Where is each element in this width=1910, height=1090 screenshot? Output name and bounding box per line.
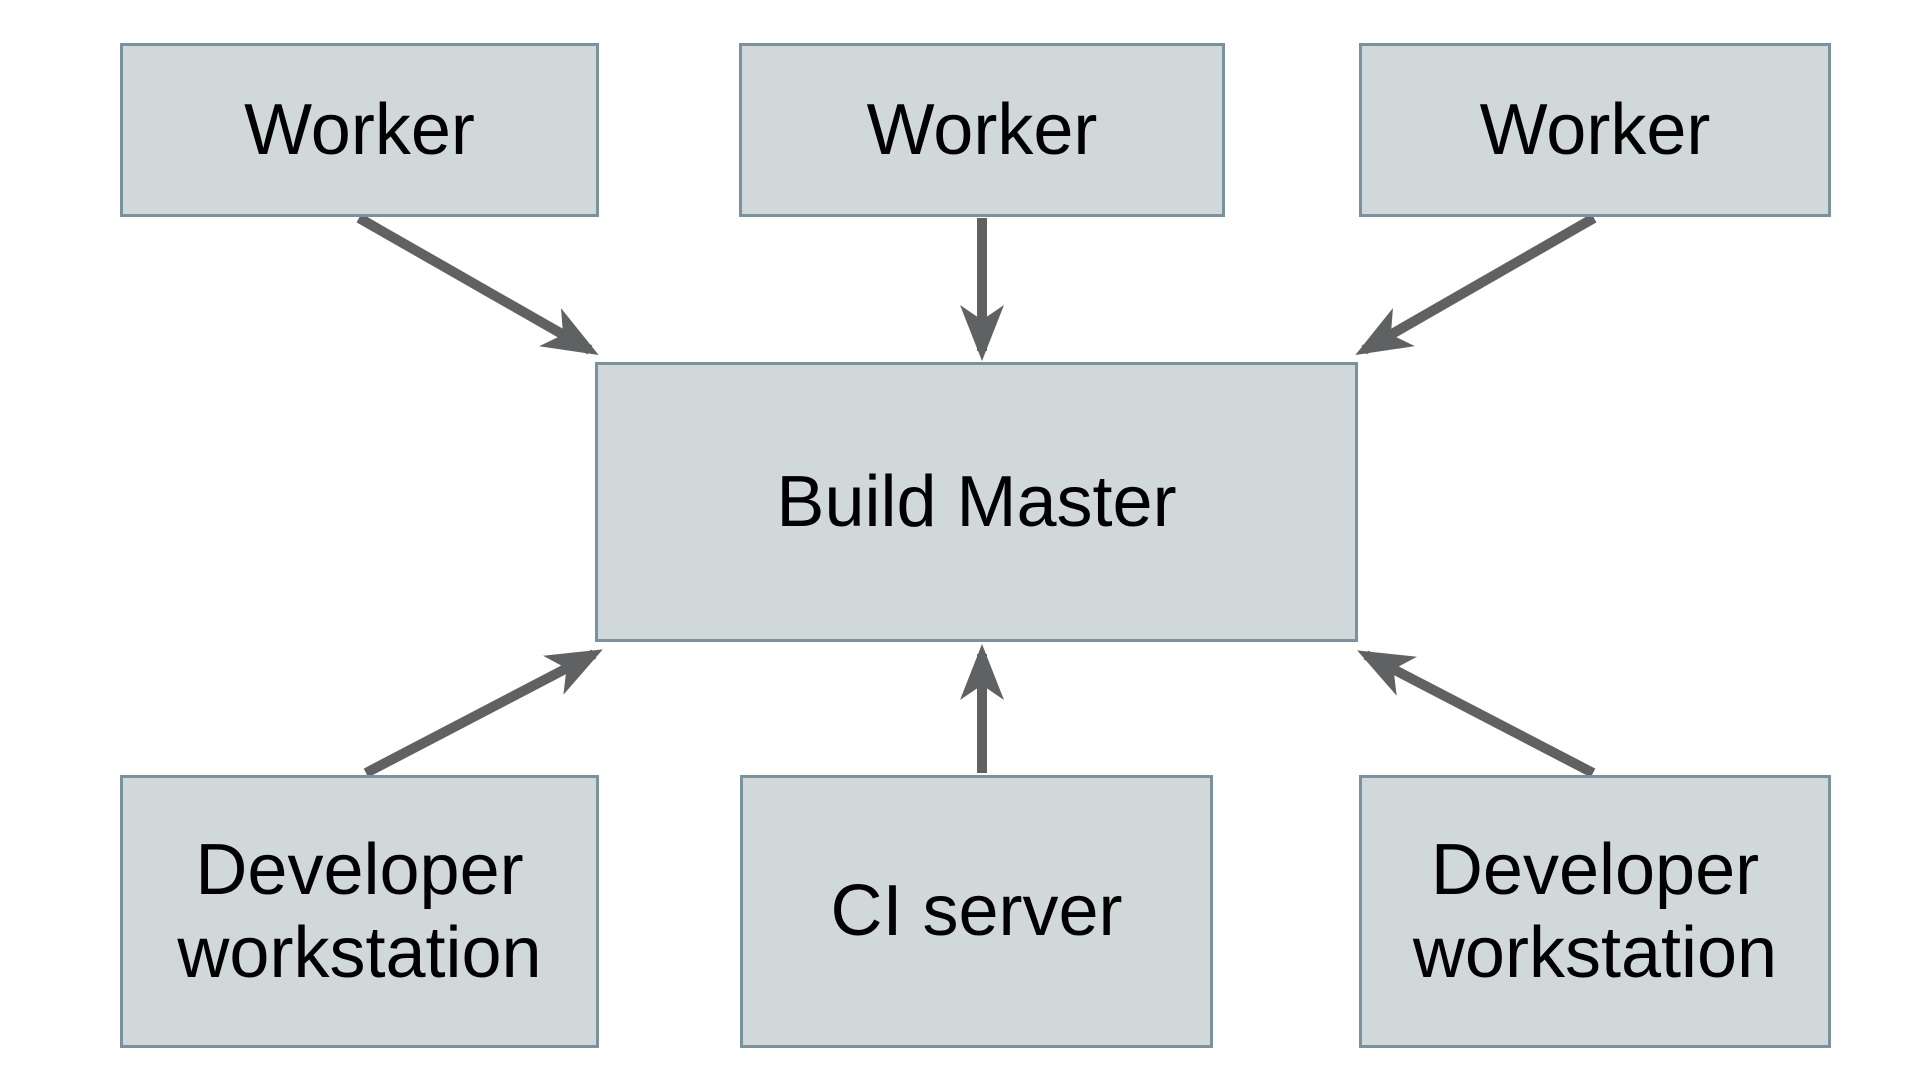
node-worker-2: Worker — [739, 43, 1225, 217]
node-developer-workstation-right: Developer workstation — [1359, 775, 1831, 1048]
node-worker-1-label: Worker — [244, 89, 475, 170]
node-build-master: Build Master — [595, 362, 1358, 642]
node-build-master-label: Build Master — [776, 461, 1177, 542]
arrow-dev-left-to-build-master — [363, 649, 603, 778]
node-worker-3: Worker — [1359, 43, 1831, 217]
node-developer-workstation-left: Developer workstation — [120, 775, 599, 1048]
node-worker-3-label: Worker — [1479, 89, 1711, 170]
arrow-worker-1-to-build-master — [356, 213, 599, 355]
arrow-dev-right-to-build-master — [1357, 650, 1596, 778]
node-ci-server-label: CI server — [830, 871, 1123, 952]
node-worker-1: Worker — [120, 43, 599, 217]
node-worker-2-label: Worker — [866, 89, 1098, 170]
node-developer-workstation-right-label: Developer workstation — [1412, 829, 1778, 993]
arrow-worker-3-to-build-master — [1355, 213, 1597, 355]
node-developer-workstation-left-label: Developer workstation — [177, 829, 542, 993]
node-ci-server: CI server — [740, 775, 1213, 1048]
